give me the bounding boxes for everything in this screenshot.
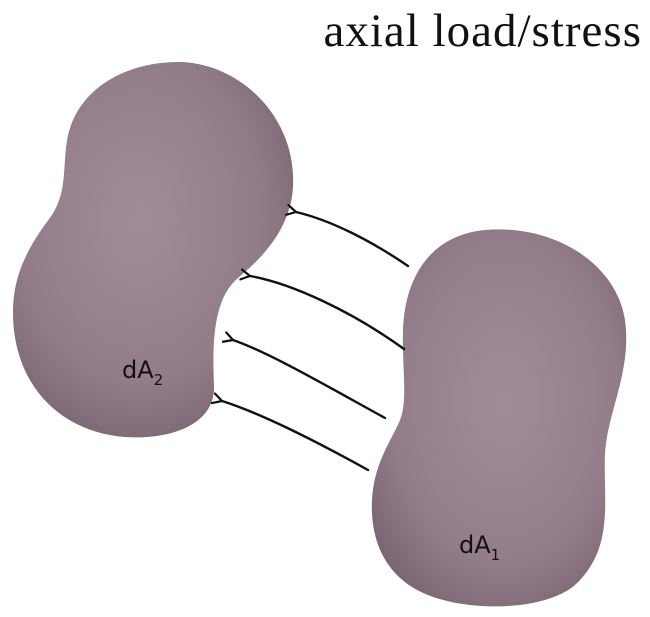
- right-area-label-main: dA: [459, 531, 491, 559]
- force-arrow-1: [296, 212, 408, 266]
- left-area-label-subscript: 2: [154, 371, 164, 389]
- force-arrow-4: [222, 401, 368, 470]
- force-arrow-3: [233, 340, 385, 418]
- left-area-label-main: dA: [122, 356, 154, 384]
- force-arrow-2: [250, 276, 404, 349]
- right-area-label-subscript: 1: [491, 546, 501, 564]
